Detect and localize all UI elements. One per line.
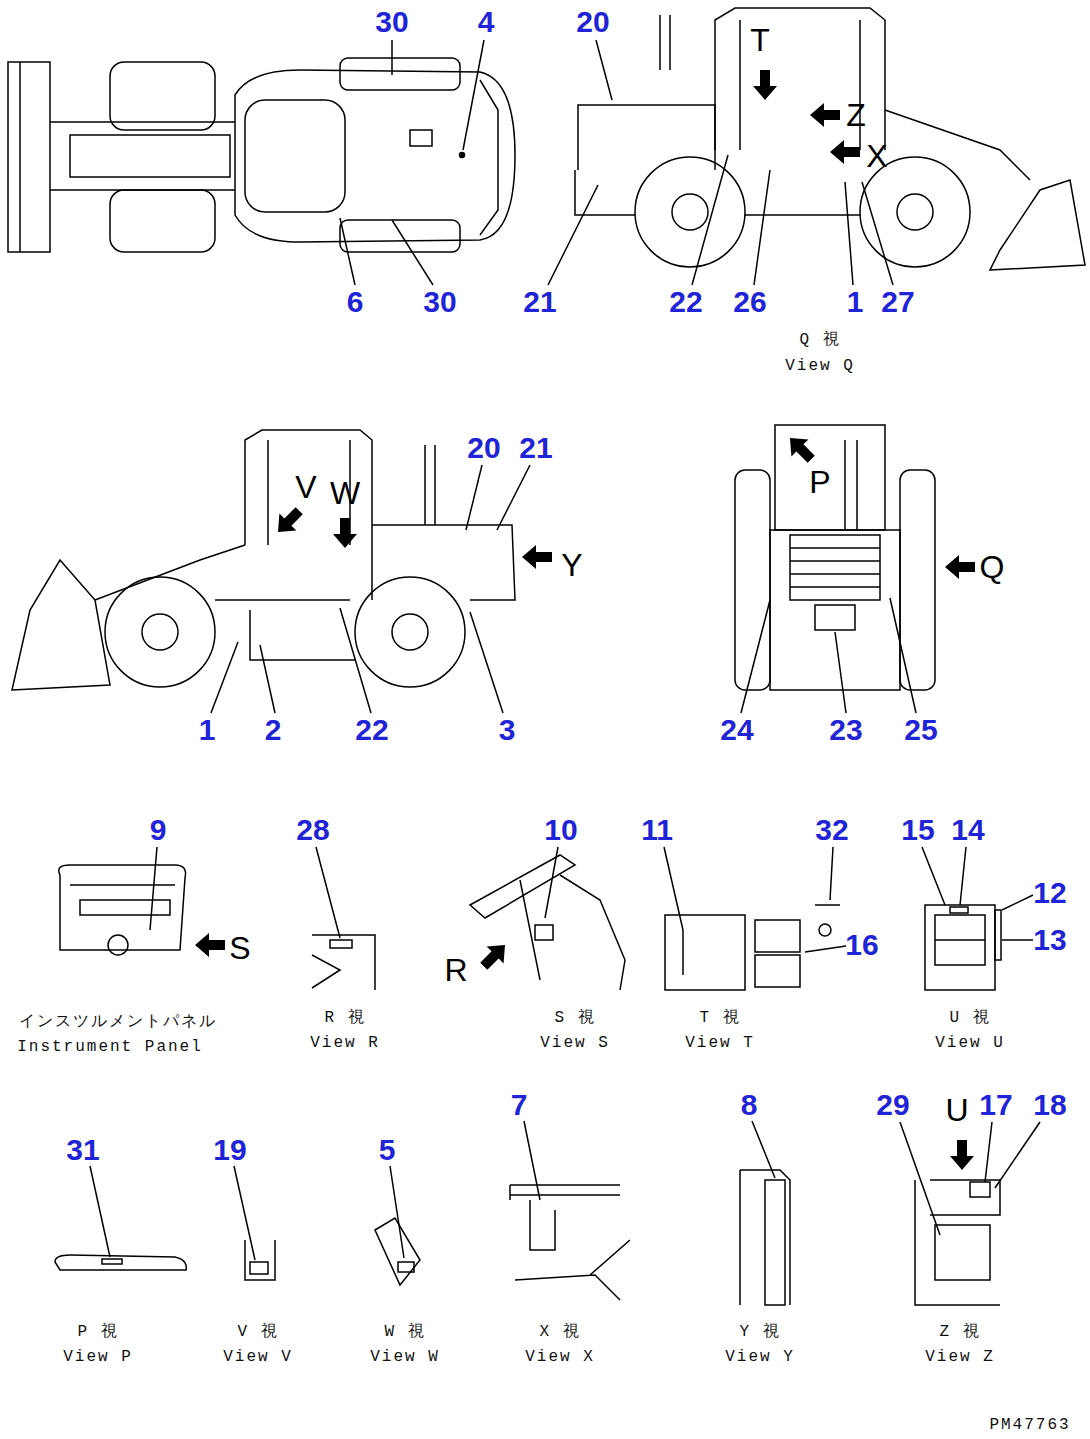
callout-number: 31 xyxy=(66,1135,99,1165)
callout-number: 10 xyxy=(544,815,577,845)
view-caption: View Q xyxy=(785,358,855,374)
view-letter: U xyxy=(945,1094,968,1126)
view-letter: W xyxy=(330,477,360,509)
callout-number: 14 xyxy=(951,815,984,845)
view-letter: R xyxy=(444,954,467,986)
view-caption: Instrument Panel xyxy=(17,1039,203,1055)
callout-number: 16 xyxy=(845,930,878,960)
callout-number: 21 xyxy=(519,433,552,463)
callout-number: 30 xyxy=(375,7,408,37)
view-caption: PM47763 xyxy=(989,1417,1070,1433)
view-letter: Z xyxy=(846,99,866,131)
side-view-q xyxy=(548,8,1085,285)
callout-number: 6 xyxy=(347,287,364,317)
callout-number: 27 xyxy=(881,287,914,317)
view-caption: View R xyxy=(310,1035,380,1051)
callout-number: 28 xyxy=(296,815,329,845)
view-letter: Y xyxy=(561,549,582,581)
view-caption: R 視 xyxy=(324,1010,365,1026)
callout-number: 17 xyxy=(979,1090,1012,1120)
view-caption: インスツルメントパネル xyxy=(19,1014,217,1030)
view-caption: X 視 xyxy=(539,1324,580,1340)
view-caption: Z 視 xyxy=(939,1324,980,1340)
view-letter: S xyxy=(229,932,250,964)
view-letter: P xyxy=(809,466,830,498)
callout-number: 20 xyxy=(576,7,609,37)
callout-number: 18 xyxy=(1033,1090,1066,1120)
callout-number: 22 xyxy=(355,715,388,745)
rear-view xyxy=(735,425,975,713)
callout-number: 29 xyxy=(876,1090,909,1120)
callout-number: 3 xyxy=(499,715,516,745)
callout-number: 26 xyxy=(733,287,766,317)
view-caption: View Z xyxy=(925,1349,995,1365)
view-caption: P 視 xyxy=(77,1324,118,1340)
callout-number: 24 xyxy=(720,715,753,745)
view-caption: U 視 xyxy=(949,1010,990,1026)
callout-number: 25 xyxy=(904,715,937,745)
view-caption: View X xyxy=(525,1349,595,1365)
view-caption: View P xyxy=(63,1349,133,1365)
callout-number: 2 xyxy=(265,715,282,745)
view-caption: W 視 xyxy=(384,1324,425,1340)
side-view-left xyxy=(12,430,552,713)
callout-number: 15 xyxy=(901,815,934,845)
detail-views xyxy=(55,847,1040,1305)
callout-number: 4 xyxy=(478,7,495,37)
callout-number: 21 xyxy=(523,287,556,317)
callout-number: 23 xyxy=(829,715,862,745)
callout-number: 7 xyxy=(511,1090,528,1120)
view-caption: V 視 xyxy=(237,1324,278,1340)
callout-number: 5 xyxy=(379,1135,396,1165)
callout-number: 19 xyxy=(213,1135,246,1165)
view-caption: View Y xyxy=(725,1349,795,1365)
callout-number: 30 xyxy=(423,287,456,317)
view-caption: View T xyxy=(685,1035,755,1051)
callout-number: 22 xyxy=(669,287,702,317)
callout-number: 11 xyxy=(641,815,673,845)
plan-view xyxy=(8,40,515,285)
callout-number: 8 xyxy=(741,1090,758,1120)
view-caption: Q 視 xyxy=(799,332,840,348)
view-caption: View S xyxy=(540,1035,610,1051)
callout-number: 9 xyxy=(150,815,167,845)
callout-number: 32 xyxy=(815,815,848,845)
callout-number: 1 xyxy=(199,715,216,745)
callout-number: 1 xyxy=(847,287,864,317)
view-letter: Q xyxy=(980,551,1005,583)
view-caption: View V xyxy=(223,1349,293,1365)
view-caption: S 視 xyxy=(554,1010,595,1026)
view-caption: View U xyxy=(935,1035,1005,1051)
view-letter: X xyxy=(866,140,887,172)
callout-number: 20 xyxy=(467,433,500,463)
view-caption: T 視 xyxy=(699,1010,740,1026)
view-caption: Y 視 xyxy=(739,1324,780,1340)
callout-number: 13 xyxy=(1033,925,1066,955)
callout-number: 12 xyxy=(1033,878,1066,908)
view-letter: V xyxy=(295,471,316,503)
view-letter: T xyxy=(750,24,770,56)
view-caption: View W xyxy=(370,1349,440,1365)
